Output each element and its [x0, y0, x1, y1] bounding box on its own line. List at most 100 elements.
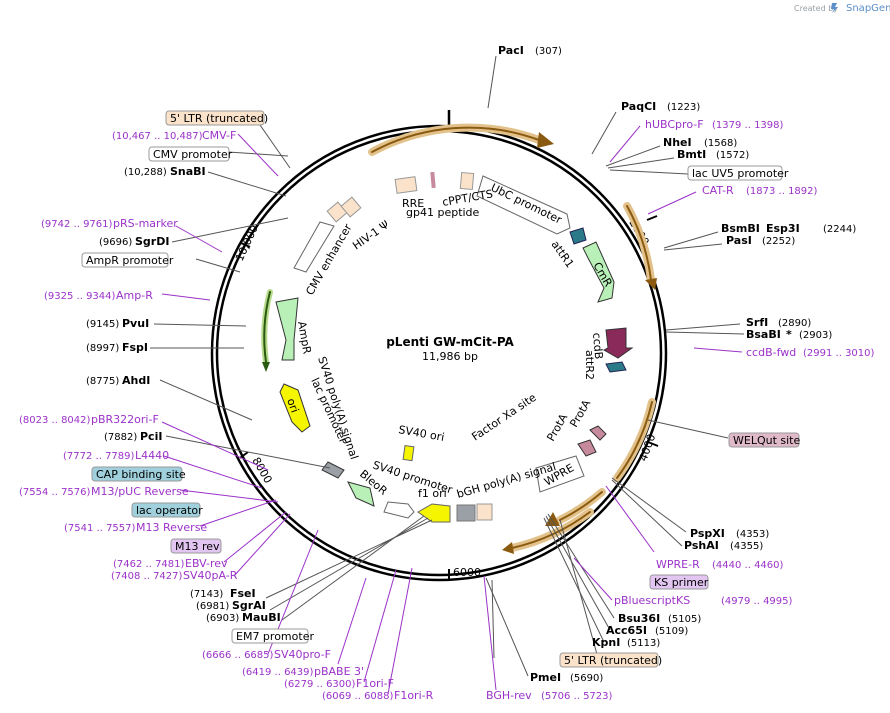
primer-sv40pa-r[interactable]: SV40pA-R [183, 569, 238, 582]
svg-text:(7408 .. 7427): (7408 .. 7427) [111, 571, 183, 582]
primer-hubcpro-f[interactable]: hUBCpro-F [645, 118, 704, 131]
box-5ltr-bottom[interactable] [559, 652, 659, 668]
svg-text:AmpR promoter: AmpR promoter [86, 254, 174, 267]
box-cmv-promoter[interactable] [148, 146, 230, 162]
enzyme-sgrai[interactable]: SgrAI [232, 599, 266, 612]
label-attr1: attR1 [549, 238, 577, 270]
svg-text:Esp3I[interactable]: Esp3I [766, 222, 800, 235]
primer-amp-r[interactable]: Amp-R [116, 289, 153, 302]
enzyme-bsu36i[interactable]: Bsu36I [618, 612, 660, 625]
svg-text:(1223): (1223) [667, 102, 700, 113]
ccdb-arrow [602, 327, 634, 359]
svg-text:(2890): (2890) [778, 318, 811, 329]
primer-m13-puc-reverse[interactable]: M13/pUC Reverse [91, 485, 189, 498]
primer-sv40pro-f[interactable]: SV40pro-F [274, 648, 331, 661]
orf-arrows [261, 123, 657, 554]
enzyme-nhei[interactable]: NheI [663, 136, 692, 149]
svg-text:(8775): (8775) [86, 376, 119, 387]
primer-prs-marker[interactable]: pRS-marker [113, 217, 178, 230]
enzyme-bsmbi[interactable]: BsmBI [721, 222, 760, 235]
primer-ccdb-fwd[interactable]: ccdB-fwd [746, 346, 796, 359]
enzyme-fsei[interactable]: FseI [230, 587, 256, 600]
feature-glyphs [275, 171, 634, 523]
enzyme-pshai[interactable]: PshAI [684, 539, 719, 552]
box-cap-binding-site[interactable] [91, 466, 183, 482]
svg-text:(2991 .. 3010): (2991 .. 3010) [803, 348, 875, 359]
svg-text:(4353): (4353) [736, 529, 769, 540]
sv40-promoter-arrow [383, 501, 415, 519]
svg-text:(7143): (7143) [190, 589, 223, 600]
svg-text:(5690): (5690) [570, 673, 603, 684]
attr1-box [569, 227, 587, 245]
primer-l4440[interactable]: L4440 [135, 449, 169, 462]
primer-wpre-r[interactable]: WPRE-R [656, 558, 700, 571]
svg-text:(1572): (1572) [716, 150, 749, 161]
svg-text:(5109): (5109) [655, 626, 688, 637]
enzyme-fspi[interactable]: FspI [122, 341, 148, 354]
enzyme-bmti[interactable]: BmtI [677, 148, 706, 161]
box-lac-operator[interactable] [131, 502, 201, 518]
enzyme-pcii[interactable]: PciI [140, 430, 162, 443]
svg-text:CAP binding site: CAP binding site [96, 468, 186, 481]
label-ori: ori [284, 397, 301, 415]
box-lac-uv5-promoter[interactable] [687, 165, 783, 181]
svg-text:(2244): (2244) [823, 224, 856, 235]
primer-lines [161, 125, 743, 695]
enzyme-pspxi[interactable]: PspXI [690, 527, 725, 540]
boxed-labels: 5' LTR (truncated) CMV promoter lac UV5 … [81, 110, 800, 668]
label-ampr: AmpR [295, 320, 314, 355]
label-factor-xa: Factor Xa site [469, 391, 538, 444]
svg-text:(2252): (2252) [762, 236, 795, 247]
header: Created by SnapGene [794, 3, 890, 14]
primer-labels: hUBCpro-F (1379 .. 1398) CAT-R (1873 .. … [19, 118, 875, 702]
svg-text:(1568): (1568) [704, 138, 737, 149]
tick-6000: 6000 [453, 566, 481, 579]
primer-m13-reverse[interactable]: M13 Reverse [136, 521, 207, 534]
snapgene-icon [831, 3, 838, 13]
prota-1 [589, 425, 607, 441]
enzyme-maubi[interactable]: MauBI [242, 611, 281, 624]
primer-pbluescriptks[interactable]: pBluescriptKS [614, 594, 690, 607]
enzyme-snabi[interactable]: SnaBI [170, 165, 206, 178]
enzyme-bsabi[interactable]: BsaBI [746, 328, 781, 341]
enzyme-srfi[interactable]: SrfI [746, 316, 768, 329]
primer-ebv-rev[interactable]: EBV-rev [185, 557, 228, 570]
plasmid-size: 11,986 bp [422, 350, 478, 363]
primer-f1ori-r[interactable]: F1ori-R [394, 689, 434, 702]
enzyme-sgrdi[interactable]: SgrDI [135, 235, 169, 248]
enzyme-kpni[interactable]: KpnI [592, 636, 620, 649]
svg-text:(307): (307) [535, 46, 562, 57]
enzyme-pmei[interactable]: PmeI [530, 671, 561, 684]
box-m13-rev[interactable] [170, 538, 222, 554]
primer-bgh-rev[interactable]: BGH-rev [486, 689, 532, 702]
svg-text:(5105): (5105) [668, 614, 701, 625]
box-ampr-promoter[interactable] [81, 252, 169, 268]
enzyme-ahdi[interactable]: AhdI [122, 374, 150, 387]
label-f1-ori: f1 ori [418, 487, 447, 500]
enzyme-pvui[interactable]: PvuI [122, 317, 149, 330]
svg-text:(1873 .. 1892): (1873 .. 1892) [746, 186, 818, 197]
primer-f1ori-f[interactable]: F1ori-F [356, 677, 394, 690]
box-welqut-site[interactable] [728, 432, 800, 448]
svg-text:(10,467 .. 10,487): (10,467 .. 10,487) [112, 131, 203, 142]
primer-pbr322ori-f[interactable]: pBR322ori-F [91, 413, 159, 426]
svg-text:(7462 .. 7481): (7462 .. 7481) [113, 559, 185, 570]
primer-pbabe-3[interactable]: pBABE 3' [314, 665, 364, 678]
primer-cat-r[interactable]: CAT-R [702, 184, 734, 197]
box-5ltr-top[interactable] [165, 110, 265, 126]
box-em7-promoter[interactable] [231, 628, 309, 644]
enzyme-pasi[interactable]: PasI [726, 234, 752, 247]
enzyme-acc65i[interactable]: Acc65I [606, 624, 647, 637]
enzyme-paci[interactable]: PacI [498, 44, 524, 57]
f1-ori-arrow [417, 503, 451, 523]
attr2-box [605, 361, 627, 373]
enzyme-paqci[interactable]: PaqCI [621, 100, 656, 113]
box-ks-primer[interactable] [649, 574, 709, 590]
svg-text:(6279 .. 6300): (6279 .. 6300) [284, 679, 356, 690]
svg-text:(1379 .. 1398): (1379 .. 1398) [712, 120, 784, 131]
primer-cmv-f[interactable]: CMV-F [202, 129, 236, 142]
grey-box [456, 504, 476, 522]
svg-text:(7772 .. 7789): (7772 .. 7789) [63, 451, 135, 462]
plasmid-name: pLenti GW-mCit-PA [386, 335, 514, 349]
